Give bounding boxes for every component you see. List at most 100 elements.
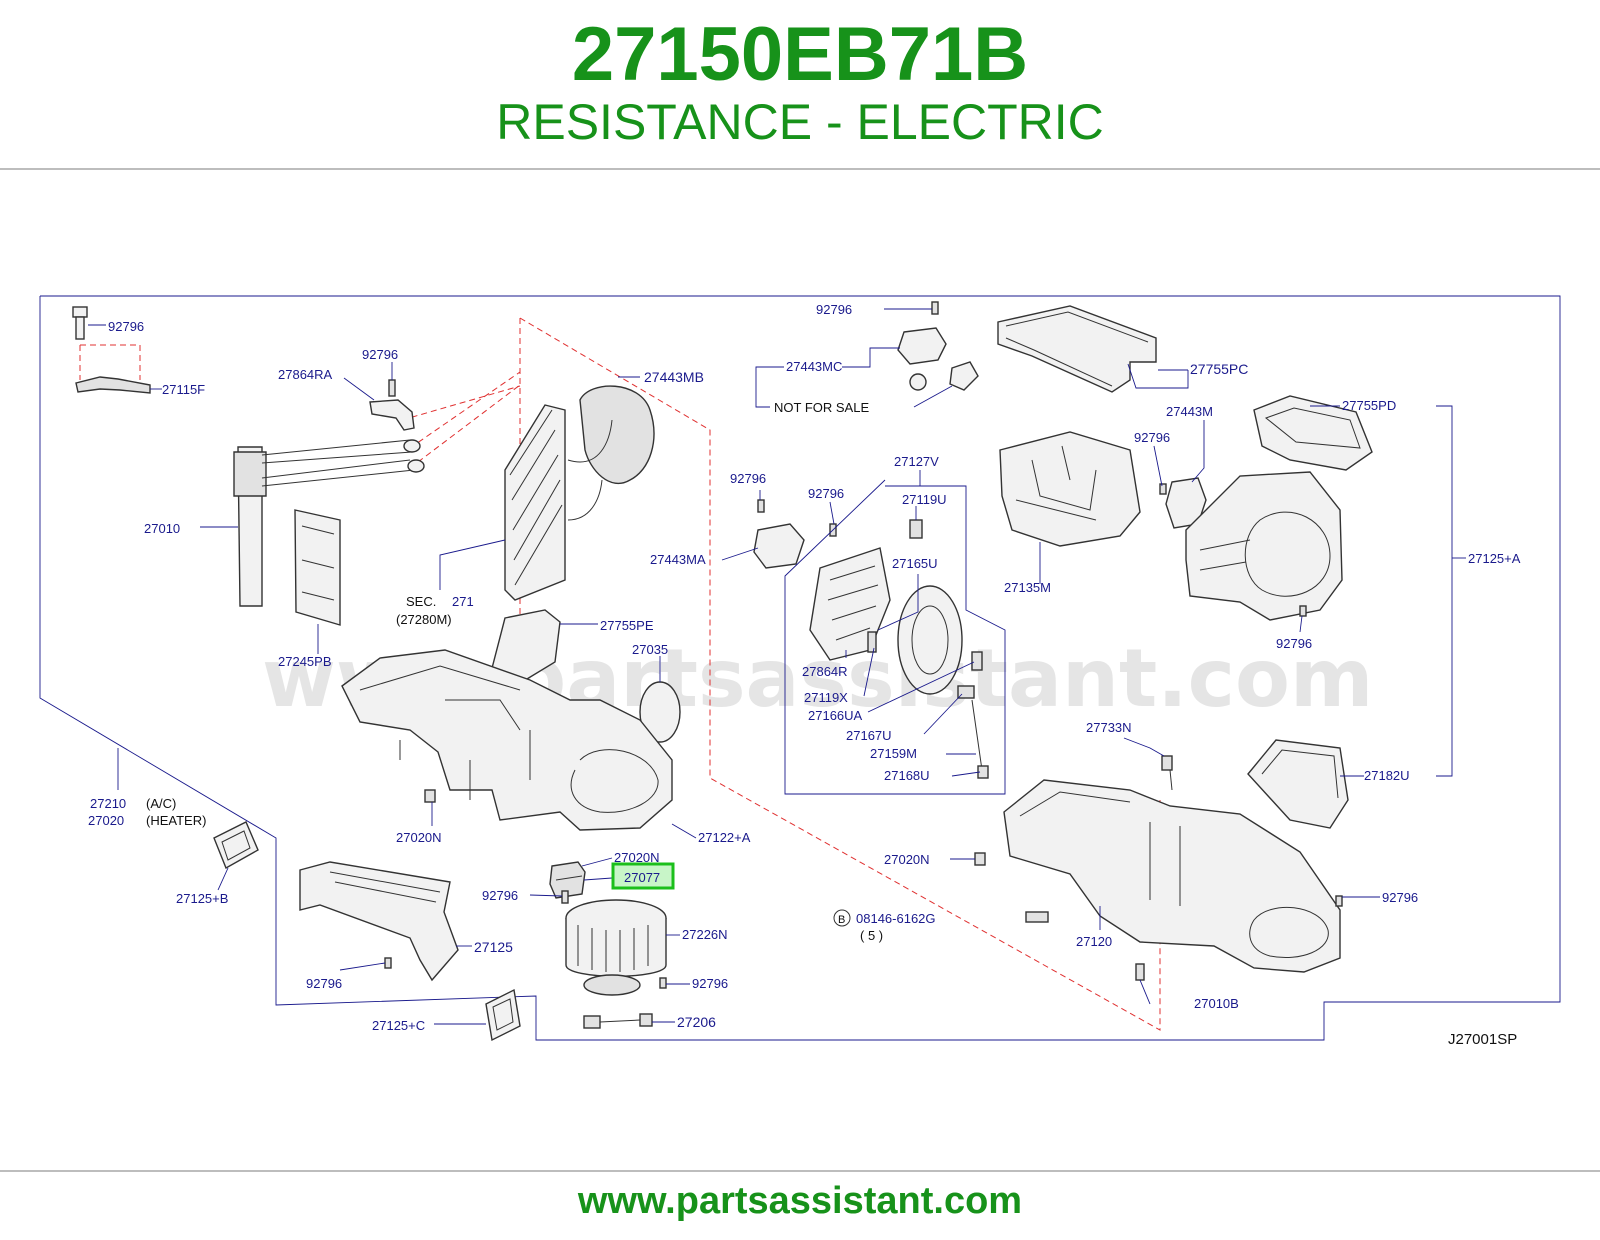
label-27167U[interactable]: 27167U [846, 728, 892, 743]
label-27210[interactable]: 27210 [90, 796, 126, 811]
b-marker-circle [833, 909, 851, 927]
label-27443MB[interactable]: 27443MB [644, 369, 704, 385]
footer-url[interactable]: www.partsassistant.com [577, 1180, 1023, 1222]
upper-case-27135M [999, 431, 1141, 547]
label-92796[interactable]: 92796 [808, 486, 844, 501]
b-count-note: ( 5 ) [860, 928, 883, 943]
page-header: 27150EB71B RESISTANCE - ELECTRIC [0, 0, 1600, 170]
damper-27165U [897, 585, 963, 695]
heater-note: (HEATER) [146, 813, 206, 828]
label-27020N[interactable]: 27020N [614, 850, 660, 865]
label-27010B[interactable]: 27010B [1194, 996, 1239, 1011]
clip-27864RA [369, 379, 415, 431]
screw-92796-i [659, 977, 667, 989]
label-27115F[interactable]: 27115F [162, 382, 205, 397]
label-92796[interactable]: 92796 [1134, 430, 1170, 445]
label-27125C[interactable]: 27125+C [372, 1018, 425, 1033]
label-27226N[interactable]: 27226N [682, 927, 728, 942]
label-27443MA[interactable]: 27443MA [650, 552, 706, 567]
sec-number-link[interactable]: 271 [452, 594, 474, 609]
label-27443M[interactable]: 27443M [1166, 404, 1213, 419]
clip-27020N-a [424, 789, 436, 803]
label-27755PD[interactable]: 27755PD [1342, 398, 1396, 413]
part-labels: 92796 27115F 27864RA 92796 27443MB 92796… [88, 302, 1521, 1048]
label-92796[interactable]: 92796 [1276, 636, 1312, 651]
label-92796[interactable]: 92796 [108, 319, 144, 334]
assembly-boundary [39, 295, 1561, 1041]
part-number-title: 27150EB71B [571, 12, 1029, 97]
label-27165U[interactable]: 27165U [892, 556, 938, 571]
header-divider [0, 168, 1600, 170]
label-27010[interactable]: 27010 [144, 521, 180, 536]
label-92796[interactable]: 92796 [816, 302, 852, 317]
seal-27755PD [1253, 395, 1373, 471]
label-27755PE[interactable]: 27755PE [600, 618, 654, 633]
sec-sub-note: (27280M) [396, 612, 452, 627]
actuator-27443MA [753, 499, 837, 569]
part-description: RESISTANCE - ELECTRIC [496, 94, 1104, 150]
label-92796[interactable]: 92796 [730, 471, 766, 486]
heater-core-27010 [233, 439, 425, 607]
label-27166UA[interactable]: 27166UA [808, 708, 863, 723]
label-27120[interactable]: 27120 [1076, 934, 1112, 949]
gasket-27125B [213, 821, 259, 870]
label-27020[interactable]: 27020 [88, 813, 124, 828]
duct-27182U [1247, 739, 1349, 829]
label-27125B[interactable]: 27125+B [176, 891, 228, 906]
bolt-icon [72, 306, 88, 340]
label-27864RA[interactable]: 27864RA [278, 367, 333, 382]
duct-27125 [299, 861, 459, 982]
label-27020N[interactable]: 27020N [396, 830, 442, 845]
screw-92796-h [561, 890, 569, 904]
label-27182U[interactable]: 27182U [1364, 768, 1410, 783]
not-for-sale-note: NOT FOR SALE [774, 400, 869, 415]
blower-housing-27125A [1185, 471, 1343, 621]
evaporator-core [504, 385, 655, 601]
blower-motor-27226N [565, 899, 667, 996]
label-27245PB[interactable]: 27245PB [278, 654, 332, 669]
connector-27206 [583, 1013, 653, 1029]
label-27035[interactable]: 27035 [632, 642, 668, 657]
label-27733N[interactable]: 27733N [1086, 720, 1132, 735]
label-27159M[interactable]: 27159M [870, 746, 917, 761]
b-marker: B [838, 914, 845, 926]
gasket-27125C [485, 988, 521, 1042]
label-92796[interactable]: 92796 [306, 976, 342, 991]
label-27127V[interactable]: 27127V [894, 454, 939, 469]
label-27119X[interactable]: 27119X [804, 690, 848, 705]
highlight-box-27077 [611, 862, 675, 890]
actuator-27443M [1159, 477, 1207, 529]
sensor-27733N [1161, 755, 1173, 791]
label-92796[interactable]: 92796 [692, 976, 728, 991]
label-27125A[interactable]: 27125+A [1468, 551, 1521, 566]
label-92796[interactable]: 92796 [362, 347, 398, 362]
label-27755PC[interactable]: 27755PC [1190, 361, 1248, 377]
label-27168U[interactable]: 27168U [884, 768, 930, 783]
leader-lines [88, 308, 1466, 1025]
diagram-code: J27001SP [1448, 1031, 1517, 1048]
label-27119U[interactable]: 27119U [902, 492, 947, 507]
label-27077-highlighted[interactable]: 27077 [624, 870, 660, 885]
resistor-27077 [549, 861, 586, 899]
sec-note: SEC. [406, 594, 436, 609]
label-27206[interactable]: 27206 [677, 1014, 716, 1030]
label-92796[interactable]: 92796 [482, 888, 518, 903]
footer-divider [0, 1170, 1600, 1172]
label-92796[interactable]: 92796 [1382, 890, 1418, 905]
label-27125[interactable]: 27125 [474, 939, 513, 955]
label-27135M[interactable]: 27135M [1004, 580, 1051, 595]
label-27020N[interactable]: 27020N [884, 852, 930, 867]
clip-27020N-c [974, 852, 986, 866]
label-08146-6162G[interactable]: 08146-6162G [856, 911, 936, 926]
lower-unit-housing [341, 649, 673, 831]
label-27443MC[interactable]: 27443MC [786, 359, 842, 374]
assembly-27127V-boundary [784, 479, 1006, 795]
bracket-27115F [75, 376, 151, 394]
actuator-group-27443MC [897, 301, 979, 391]
lower-case-27120 [1003, 779, 1343, 981]
ac-note: (A/C) [146, 796, 176, 811]
label-27864R[interactable]: 27864R [802, 664, 848, 679]
frame-27245PB [294, 509, 341, 626]
label-27122A[interactable]: 27122+A [698, 830, 751, 845]
